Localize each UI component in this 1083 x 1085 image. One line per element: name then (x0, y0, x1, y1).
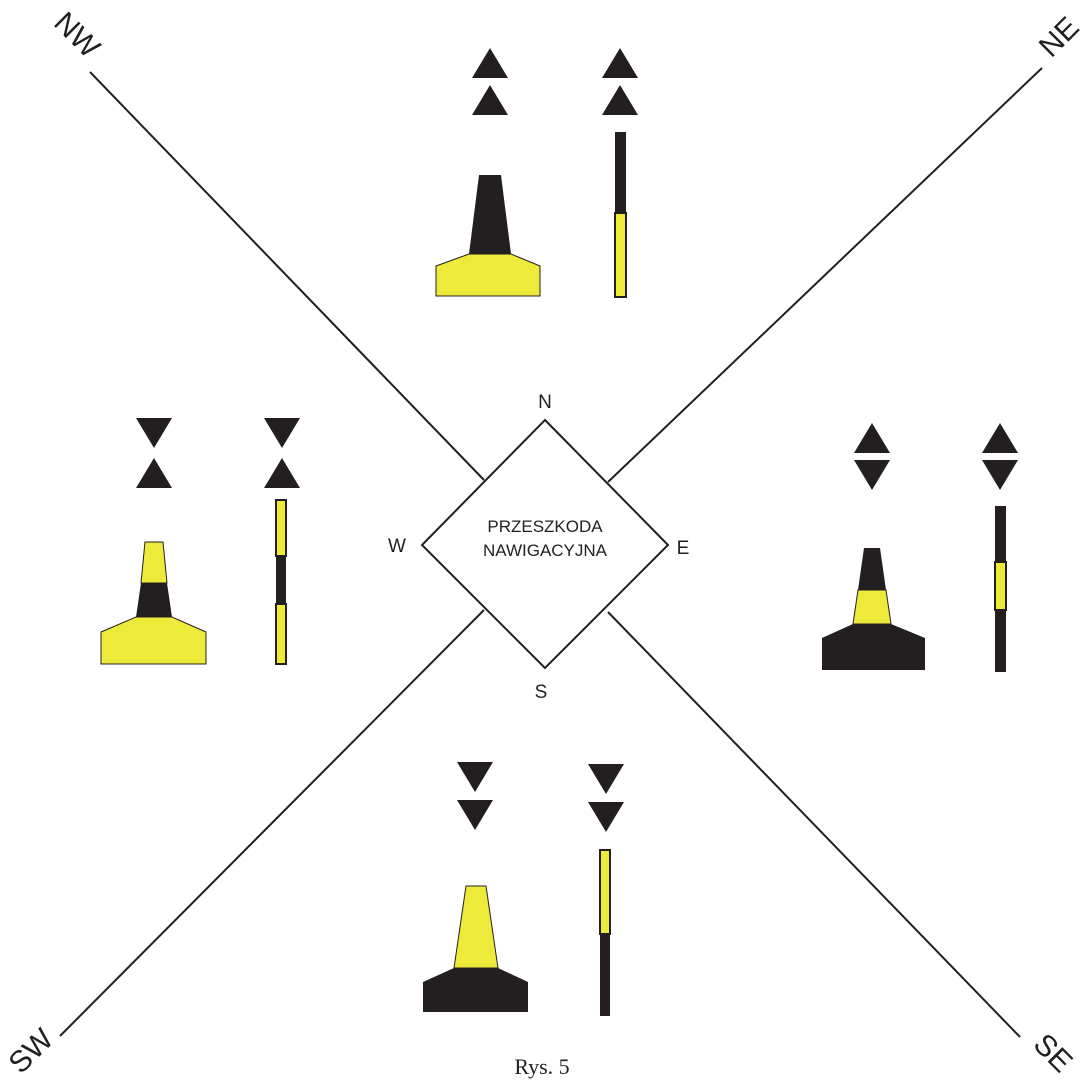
quadrant-label-se: SE (1027, 1027, 1079, 1079)
spar-top-band (276, 500, 286, 556)
west-mark (101, 418, 300, 664)
cardinal-label-s: S (535, 682, 548, 703)
buoy-base (423, 968, 528, 1012)
north-spar-topmark (602, 48, 638, 115)
south-spar (600, 850, 610, 1016)
cone-down-icon (854, 460, 890, 490)
buoy-top-band (469, 175, 511, 254)
cone-up-icon (472, 48, 508, 78)
buoy-top-band (454, 886, 498, 968)
cone-down-icon (457, 800, 493, 830)
buoy-base (822, 624, 925, 670)
cone-down-icon (982, 460, 1018, 490)
north-mark (436, 48, 638, 297)
cone-down-icon (588, 764, 624, 794)
se-line (608, 612, 1020, 1037)
hazard-label-line1: PRZESZKODA (487, 517, 603, 536)
north-spar (615, 132, 626, 297)
spar-bottom-band (600, 934, 610, 1016)
spar-bottom-band (995, 610, 1006, 672)
ne-line (608, 68, 1042, 482)
cone-down-icon (457, 762, 493, 792)
cone-up-icon (264, 458, 300, 488)
buoy-middle-band (853, 590, 891, 624)
spar-top-band (600, 850, 610, 934)
east-spar (995, 506, 1006, 672)
west-buoy (101, 542, 206, 664)
cone-up-icon (136, 458, 172, 488)
buoy-top-band (141, 542, 167, 583)
south-spar-topmark (588, 764, 624, 832)
south-buoy-topmark (457, 762, 493, 830)
spar-bottom-band (276, 604, 286, 664)
buoy-top-band (858, 548, 886, 590)
cardinal-label-e: E (677, 538, 690, 559)
quadrant-label-sw: SW (3, 1022, 61, 1080)
east-mark (822, 423, 1018, 672)
hazard-diamond: PRZESZKODA NAWIGACYJNA (422, 420, 668, 668)
south-mark (423, 762, 624, 1016)
quadrant-label-ne: NE (1033, 11, 1083, 64)
cone-up-icon (982, 423, 1018, 453)
buoy-base (101, 617, 206, 664)
west-buoy-topmark (136, 418, 172, 488)
cardinal-label-w: W (388, 536, 406, 557)
east-buoy-topmark (854, 423, 890, 490)
buoy-middle-band (136, 583, 172, 617)
north-buoy (436, 175, 540, 296)
west-spar (276, 500, 286, 664)
north-buoy-topmark (472, 48, 508, 115)
cone-down-icon (264, 418, 300, 448)
south-buoy (423, 886, 528, 1012)
cardinal-label-n: N (538, 392, 552, 413)
spar-top-band (995, 506, 1006, 562)
buoy-base (436, 254, 540, 296)
spar-middle-band (995, 562, 1006, 610)
quadrant-label-nw: NW (47, 6, 106, 65)
spar-bottom-band (615, 213, 626, 297)
cone-down-icon (136, 418, 172, 448)
sw-line (60, 610, 484, 1036)
east-buoy (822, 548, 925, 670)
cone-down-icon (588, 802, 624, 832)
hazard-label-line2: NAWIGACYJNA (483, 541, 608, 560)
spar-top-band (615, 132, 626, 213)
cone-up-icon (472, 85, 508, 115)
cone-up-icon (854, 423, 890, 453)
cone-up-icon (602, 85, 638, 115)
east-spar-topmark (982, 423, 1018, 490)
west-spar-topmark (264, 418, 300, 488)
cone-up-icon (602, 48, 638, 78)
figure-caption: Rys. 5 (514, 1054, 569, 1079)
spar-middle-band (276, 556, 286, 604)
